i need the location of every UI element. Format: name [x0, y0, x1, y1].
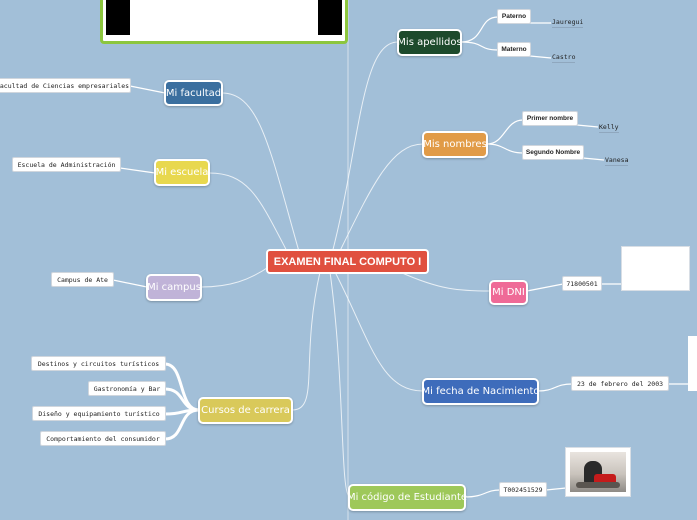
leaf-escuela-value-label: Escuela de Administración: [18, 161, 116, 169]
leaf-paterno-value[interactable]: Jauregui: [552, 18, 583, 28]
link-codigo: [330, 272, 350, 497]
leaf-curso-diseno[interactable]: Diseño y equipamiento turístico: [32, 406, 166, 421]
leaf-campus-value-label: Campus de Ate: [57, 276, 108, 284]
leaf-facultad-value-label: Facultad de Ciencias empresariales: [0, 82, 129, 90]
top-image-right-bar: [318, 0, 342, 35]
leaf-campus-value[interactable]: Campus de Ate: [51, 272, 114, 287]
branch-mi-escuela[interactable]: Mi escuela: [154, 159, 210, 186]
branch-mis-apellidos[interactable]: Mis apellidos: [397, 29, 462, 56]
leaf-curso-destinos[interactable]: Destinos y circuitos turísticos: [31, 356, 166, 371]
branch-mis-apellidos-label: Mis apellidos: [397, 37, 461, 48]
leaf-dni-value-label: 71800501: [566, 280, 597, 288]
link-dni: [400, 272, 490, 291]
link-codigo-photo: [546, 488, 566, 490]
leaf-materno-label: Materno: [501, 46, 526, 53]
link-fecha-val: [538, 384, 572, 391]
link-segundo-val: [583, 158, 604, 160]
leaf-segundo-nombre-label: Segundo Nombre: [526, 149, 580, 156]
leaf-escuela-value[interactable]: Escuela de Administración: [12, 157, 121, 172]
leaf-primer-nombre-value-label: Kelly: [599, 123, 619, 131]
link-campus-val: [113, 280, 147, 287]
leaf-paterno-label: Paterno: [502, 13, 526, 20]
leaf-codigo-value-label: T002451529: [503, 486, 542, 494]
link-materno: [461, 42, 498, 50]
leaf-segundo-nombre-value[interactable]: Vanesa: [605, 156, 628, 166]
branch-cursos-de-carrera[interactable]: Cursos de carrera: [198, 397, 293, 424]
leaf-paterno[interactable]: Paterno: [497, 9, 531, 24]
fecha-image-card: [688, 336, 697, 391]
leaf-curso-comportamiento-label: Comportamiento del consumidor: [46, 435, 160, 443]
leaf-segundo-nombre[interactable]: Segundo Nombre: [522, 145, 584, 160]
link-segundo-nombre: [487, 144, 523, 153]
dni-image-card: [621, 246, 690, 291]
leaf-curso-gastronomia-label: Gastronomía y Bar: [94, 385, 161, 393]
branch-mi-campus[interactable]: Mi campus: [146, 274, 202, 301]
branch-mis-nombres[interactable]: Mis nombres: [422, 131, 488, 158]
branch-mi-dni-label: Mi DNI: [492, 287, 525, 298]
branch-mi-fecha-label: Mi fecha de Nacimiento: [422, 386, 540, 397]
leaf-primer-nombre-value[interactable]: Kelly: [599, 123, 619, 133]
branch-mi-escuela-label: Mi escuela: [156, 167, 209, 178]
link-codigo-val: [465, 490, 500, 497]
link-primer-nombre: [487, 120, 523, 144]
student-photo: [565, 447, 631, 497]
top-image: [100, 0, 348, 44]
branch-mi-facultad-label: Mi facultad: [166, 88, 221, 99]
link-apellidos: [330, 42, 398, 261]
leaf-facultad-value[interactable]: Facultad de Ciencias empresariales: [0, 78, 131, 93]
link-escuela-val: [120, 168, 155, 173]
link-cursos: [292, 272, 320, 410]
branch-mi-facultad[interactable]: Mi facultad: [164, 80, 223, 106]
branch-mi-codigo-label: Mi código de Estudiante: [347, 492, 467, 503]
branch-mi-fecha[interactable]: Mi fecha de Nacimiento: [422, 378, 539, 405]
leaf-curso-diseno-label: Diseño y equipamiento turístico: [38, 410, 159, 418]
leaf-primer-nombre[interactable]: Primer nombre: [522, 111, 578, 126]
leaf-dni-value[interactable]: 71800501: [562, 276, 602, 291]
leaf-fecha-value[interactable]: 23 de febrero del 2003: [571, 376, 669, 391]
link-campus: [201, 266, 270, 287]
link-curso1: [165, 364, 199, 410]
link-materno-val: [530, 56, 551, 58]
link-dni-val: [527, 284, 563, 291]
leaf-paterno-value-label: Jauregui: [552, 18, 583, 26]
link-facultad: [222, 93, 300, 255]
leaf-materno-value[interactable]: Castro: [552, 53, 575, 63]
branch-mi-codigo[interactable]: Mi código de Estudiante: [348, 484, 466, 511]
branch-cursos-de-carrera-label: Cursos de carrera: [201, 405, 290, 416]
leaf-materno[interactable]: Materno: [497, 42, 531, 57]
leaf-fecha-value-label: 23 de febrero del 2003: [577, 380, 663, 388]
link-escuela: [209, 173, 290, 257]
leaf-codigo-value[interactable]: T002451529: [499, 482, 547, 497]
leaf-curso-gastronomia[interactable]: Gastronomía y Bar: [88, 381, 166, 396]
branch-mi-campus-label: Mi campus: [147, 282, 201, 293]
leaf-primer-nombre-label: Primer nombre: [527, 115, 573, 122]
central-topic[interactable]: EXAMEN FINAL COMPUTO I: [266, 249, 429, 274]
central-topic-label: EXAMEN FINAL COMPUTO I: [274, 256, 422, 268]
leaf-materno-value-label: Castro: [552, 53, 575, 61]
photo-figure-shadow: [576, 482, 620, 488]
link-primer-val: [577, 125, 598, 127]
top-image-left-bar: [106, 0, 130, 35]
student-photo-scene: [570, 452, 626, 492]
branch-mis-nombres-label: Mis nombres: [423, 139, 487, 150]
leaf-segundo-nombre-value-label: Vanesa: [605, 156, 628, 164]
leaf-curso-comportamiento[interactable]: Comportamiento del consumidor: [40, 431, 166, 446]
branch-mi-dni[interactable]: Mi DNI: [489, 280, 528, 305]
link-facultad-val: [130, 86, 165, 93]
leaf-curso-destinos-label: Destinos y circuitos turísticos: [38, 360, 159, 368]
link-paterno: [461, 17, 498, 42]
